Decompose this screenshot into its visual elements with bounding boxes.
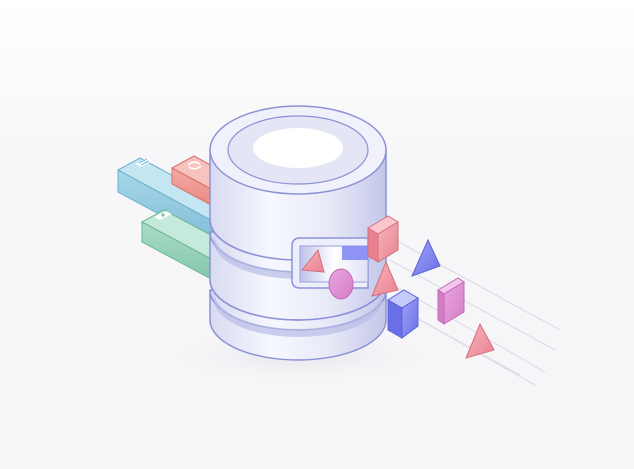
- magenta-panel-shape: [437, 277, 465, 325]
- magenta-circle-shape: [328, 268, 354, 300]
- pink-triangle-shape-3: [465, 322, 495, 359]
- pink-triangle-shape: [301, 248, 325, 273]
- database-cylinder: [209, 105, 387, 361]
- purple-cube-shape: [387, 289, 419, 339]
- pink-cube-shape: [367, 215, 399, 263]
- image-icon: [154, 211, 172, 220]
- refresh-icon: [187, 161, 202, 170]
- purple-triangle-shape: [411, 238, 441, 277]
- document-icon: [135, 158, 153, 167]
- pink-triangle-shape-2: [371, 260, 399, 297]
